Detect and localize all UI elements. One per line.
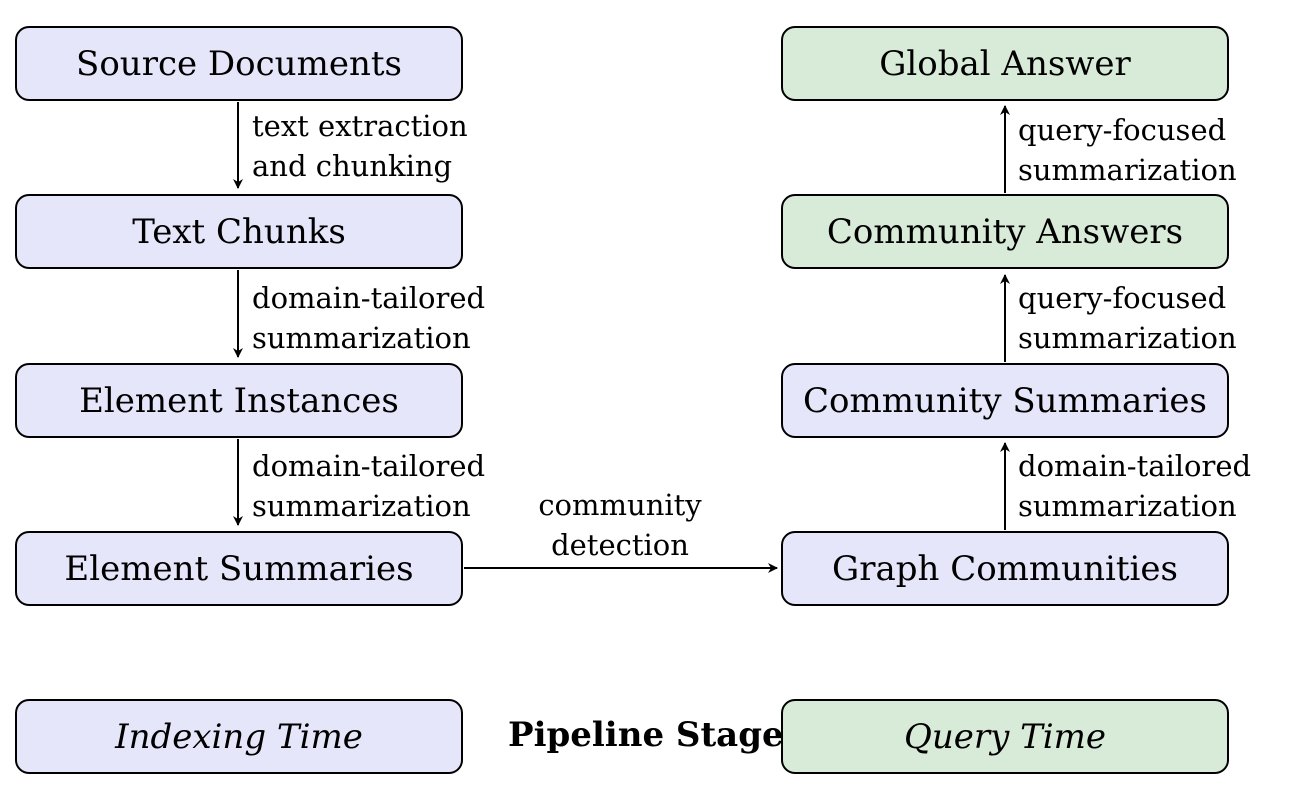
global-answer-node: Global Answer (781, 26, 1229, 101)
edge-label-line: summarization (252, 489, 471, 523)
edge-label-line: summarization (252, 321, 471, 355)
edge-label-line: summarization (1018, 321, 1237, 355)
community-summaries-node: Community Summaries (781, 363, 1229, 438)
edge-label-line: query-focused (1018, 113, 1227, 147)
edge-label-line: detection (551, 528, 689, 562)
edge-label-domain-tailored-1: domain-tailored summarization (252, 278, 485, 358)
text-chunks-node: Text Chunks (15, 194, 463, 269)
edge-label-line: query-focused (1018, 281, 1227, 315)
element-instances-node: Element Instances (15, 363, 463, 438)
legend-indexing-time: Indexing Time (15, 699, 463, 774)
edge-label-line: domain-tailored (1018, 449, 1252, 483)
graph-communities-node: Graph Communities (781, 531, 1229, 606)
edge-label-community-detection: community detection (520, 485, 720, 565)
edge-label-text-extraction: text extraction and chunking (252, 106, 468, 186)
legend-query-time: Query Time (781, 699, 1229, 774)
edge-label-line: domain-tailored (252, 281, 486, 315)
edge-label-line: domain-tailored (252, 449, 486, 483)
edge-label-line: summarization (1018, 489, 1237, 523)
edge-label-line: community (538, 488, 702, 522)
element-summaries-node: Element Summaries (15, 531, 463, 606)
edge-label-domain-tailored-3: domain-tailored summarization (1018, 446, 1251, 526)
edge-label-line: text extraction (252, 109, 468, 143)
source-documents-node: Source Documents (15, 26, 463, 101)
community-answers-node: Community Answers (781, 194, 1229, 269)
edge-label-line: summarization (1018, 153, 1237, 187)
legend-pipeline-stage: Pipeline Stage (508, 715, 784, 755)
edge-label-line: and chunking (252, 149, 453, 183)
edge-label-query-focused-1: query-focused summarization (1018, 110, 1237, 190)
edge-label-query-focused-2: query-focused summarization (1018, 278, 1237, 358)
edge-label-domain-tailored-2: domain-tailored summarization (252, 446, 485, 526)
